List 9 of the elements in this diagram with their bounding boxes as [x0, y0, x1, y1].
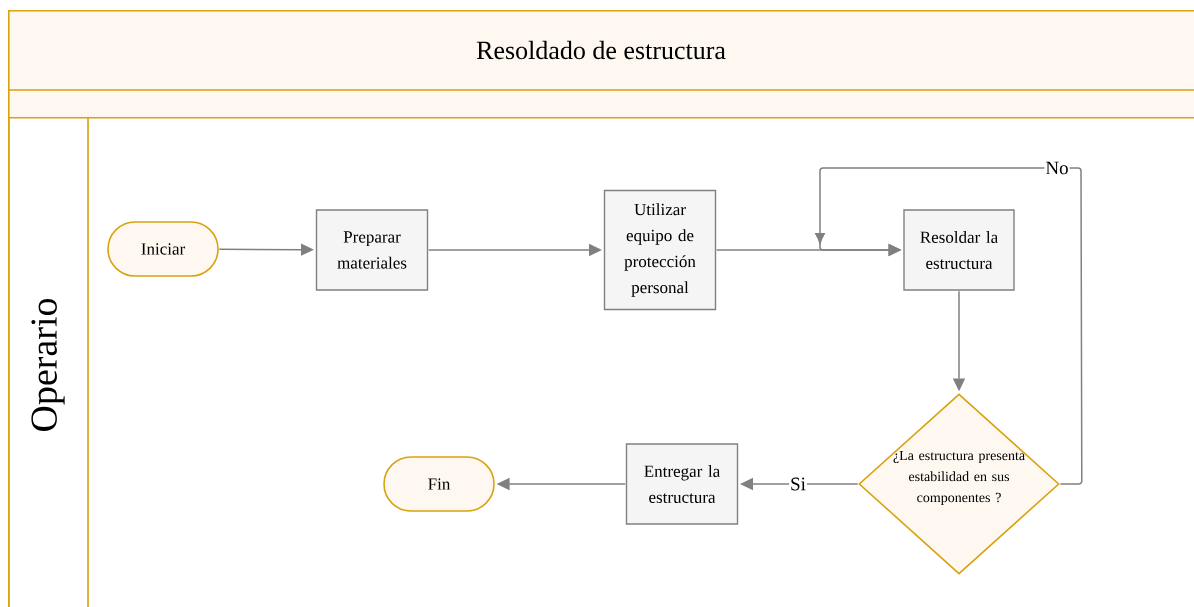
terminal-pill: Iniciar [107, 221, 219, 277]
process-box: Preparar materiales [315, 209, 429, 291]
process-box: Utilizar equipo de protección personal [603, 189, 717, 311]
process-box: Entregar la estructura [625, 443, 739, 525]
terminal-pill: Fin [383, 456, 495, 512]
edge-label: No [1044, 160, 1070, 176]
process-box: Resoldar la estructura [903, 209, 1015, 291]
arrow [815, 167, 1083, 485]
edge-label: Si [789, 476, 807, 492]
